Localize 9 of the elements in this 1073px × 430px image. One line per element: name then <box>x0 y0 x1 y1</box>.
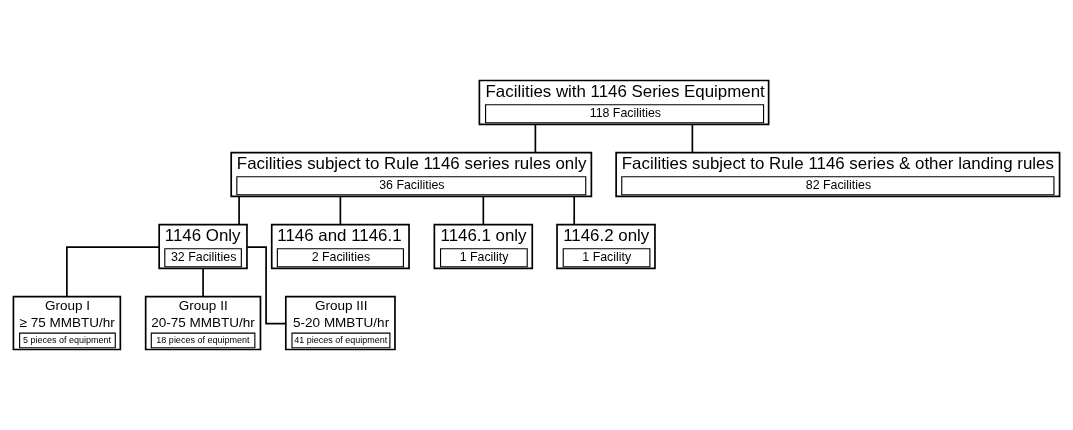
connector <box>246 246 287 325</box>
connector <box>573 195 576 225</box>
connector <box>339 195 342 225</box>
connector <box>534 123 537 153</box>
connector <box>238 195 240 225</box>
connector <box>482 195 485 225</box>
connector <box>66 246 160 298</box>
connector <box>202 267 204 298</box>
connector <box>691 123 694 153</box>
